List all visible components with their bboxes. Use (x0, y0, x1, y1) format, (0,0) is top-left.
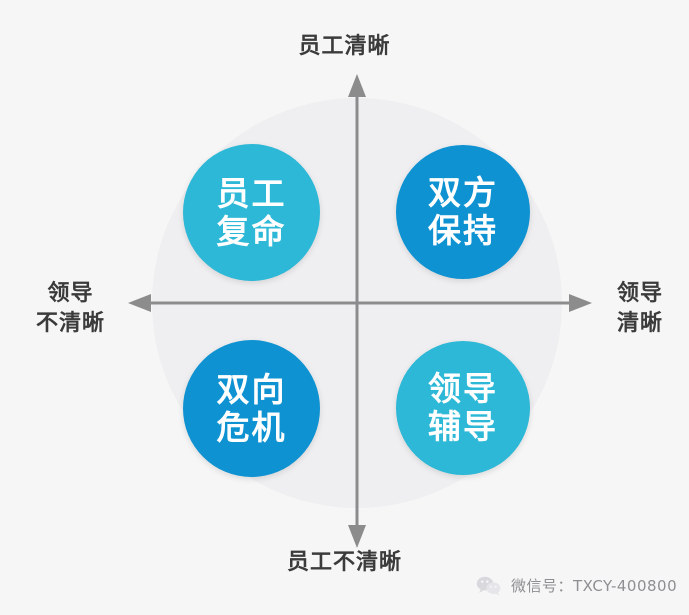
bubble-line-2: 危机 (216, 407, 287, 447)
axis-label-right: 领导 清晰 (616, 281, 663, 336)
axis-label-bottom: 员工不清晰 (286, 550, 402, 575)
bubble-line-2: 保持 (428, 211, 498, 250)
bubble-line-1: 领导 (428, 369, 498, 408)
wechat-icon (476, 576, 501, 596)
watermark-text: 微信号：TXCY-400800 (511, 577, 678, 595)
quadrant-bubble-bottom-right[interactable]: 领导 辅导 (396, 341, 530, 475)
axis-arrow-down (348, 525, 366, 548)
axis-arrow-left (128, 294, 151, 312)
bubble-line-2: 复命 (216, 211, 287, 251)
quadrant-bubble-top-right[interactable]: 双方 保持 (396, 145, 530, 279)
quadrant-bubble-top-left[interactable]: 员工 复命 (183, 144, 320, 281)
bubble-line-1: 双方 (428, 173, 498, 212)
quadrant-bubble-bottom-left[interactable]: 双向 危机 (183, 340, 320, 477)
axis-label-top: 员工清晰 (298, 34, 391, 59)
axis-label-left: 领导 不清晰 (35, 281, 105, 336)
bubble-line-1: 双向 (216, 369, 287, 409)
bubble-line-1: 员工 (216, 173, 287, 213)
axis-arrow-up (348, 74, 366, 97)
bubble-line-2: 辅导 (428, 407, 498, 446)
watermark: 微信号：TXCY-400800 (476, 575, 677, 596)
axis-arrow-right (569, 294, 592, 312)
